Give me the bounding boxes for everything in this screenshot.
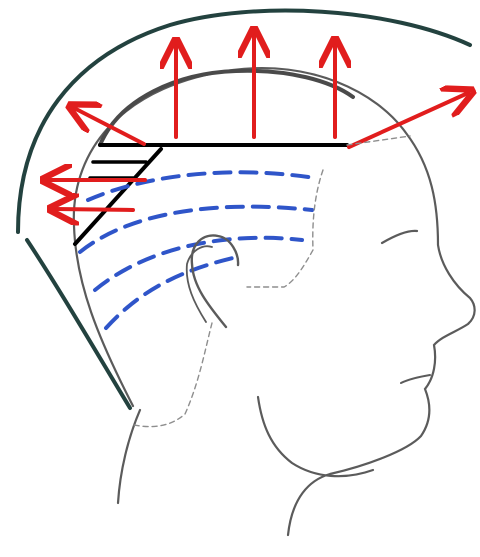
- arrow-left-2: [55, 209, 133, 210]
- arrow-diagonal-right: [349, 93, 468, 147]
- neck-line: [118, 410, 140, 503]
- dashed-curve-3: [95, 238, 302, 290]
- eye-brow: [382, 231, 417, 243]
- jaw-line: [258, 397, 373, 476]
- hairline-dashed-outline: [134, 136, 410, 427]
- ear-inner: [187, 246, 212, 322]
- arrow-diagonal-left: [74, 108, 144, 144]
- crown-line: [100, 71, 353, 145]
- lip-line: [401, 375, 430, 383]
